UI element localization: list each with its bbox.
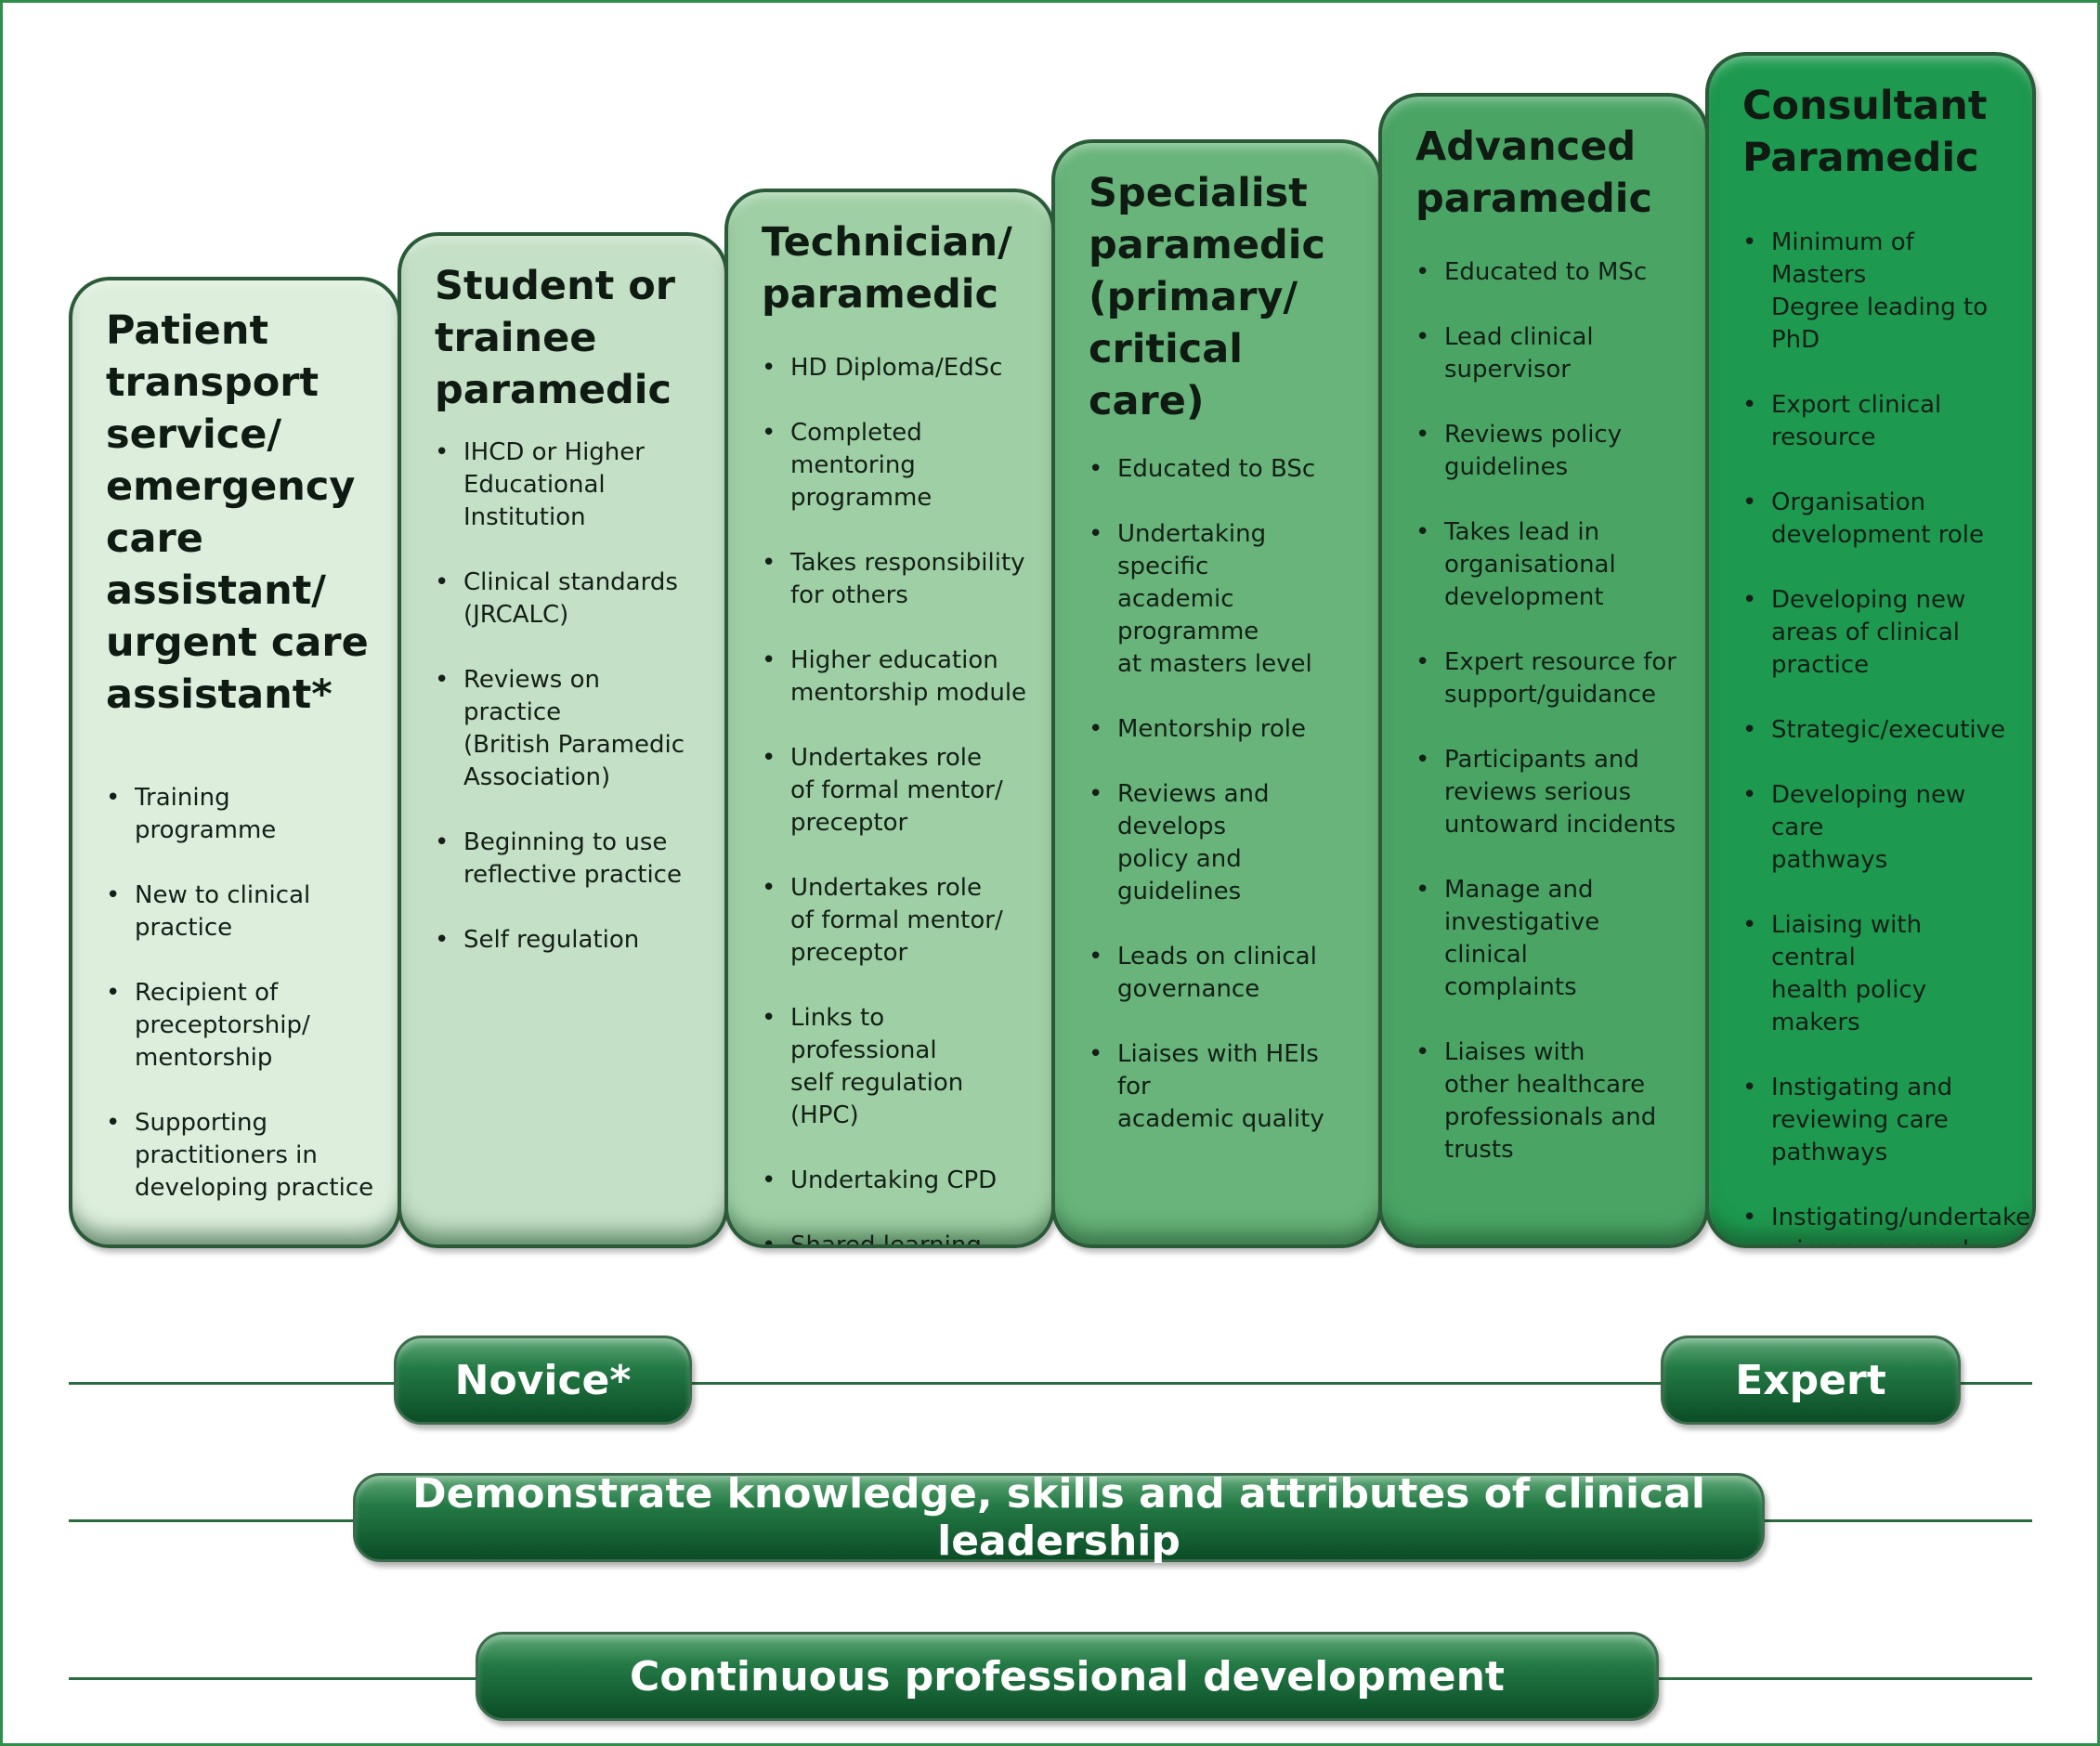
list-item: Organisation development role: [1742, 487, 2012, 552]
list-item: Completed mentoring programme: [762, 417, 1031, 515]
list-item: Takes lead in organisational development: [1415, 516, 1685, 614]
column-title: Consultant Paramedic: [1742, 83, 1988, 181]
leadership-banner: Demonstrate knowledge, skills and attrib…: [353, 1470, 1765, 1565]
list-item: Developing new care pathways: [1742, 779, 2012, 877]
list-item: Shared learning: [762, 1230, 1031, 1244]
list-item: Reviews on practice (British Paramedic A…: [435, 664, 704, 794]
list-item: Liaising with central health policy make…: [1742, 909, 2012, 1039]
list-item: Undertaking CPD: [762, 1165, 1031, 1197]
column-list: HD Diploma/EdScCompleted mentoring progr…: [762, 352, 1031, 1244]
column-2: Student or trainee paramedicIHCD or High…: [398, 232, 728, 1248]
column-1: Patient transport service/ emergency car…: [69, 277, 401, 1248]
list-item: HD Diploma/EdSc: [762, 352, 1031, 384]
column-list: Training programmeNew to clinical practi…: [106, 782, 377, 1205]
list-item: IHCD or Higher Educational Institution: [435, 436, 704, 534]
list-item: Lead clinical supervisor: [1415, 321, 1685, 386]
list-item: Participants and reviews serious untowar…: [1415, 744, 1685, 841]
column-title: Patient transport service/ emergency car…: [106, 307, 369, 718]
column-list: Minimum of Masters Degree leading to PhD…: [1742, 227, 2030, 1244]
list-item: Developing new areas of clinical practic…: [1742, 584, 2012, 682]
list-item: Liaises with other healthcare profession…: [1415, 1036, 1685, 1166]
list-item: Mentorship role: [1089, 713, 1358, 746]
list-item: Clinical standards (JRCALC): [435, 567, 704, 632]
list-item: Educated to BSc: [1089, 453, 1358, 486]
column-4: Specialist paramedic (primary/ critical …: [1051, 139, 1382, 1248]
column-title: Student or trainee paramedic: [435, 263, 675, 413]
list-item: Instigating/undertake primary research: [1742, 1202, 2030, 1244]
list-item: Leads on clinical governance: [1089, 941, 1358, 1006]
column-5: Advanced paramedicEducated to MScLead cl…: [1378, 93, 1709, 1248]
column-list: Educated to BScUndertaking specific acad…: [1089, 453, 1358, 1136]
list-item: Takes responsibility for others: [762, 547, 1031, 612]
novice-label: Novice*: [394, 1336, 692, 1425]
list-item: Strategic/executive: [1742, 714, 2012, 747]
list-item: Reviews policy guidelines: [1415, 419, 1685, 484]
expert-label: Expert: [1661, 1336, 1961, 1425]
list-item: Undertakes role of formal mentor/ precep…: [762, 872, 1031, 970]
list-item: Instigating and reviewing care pathways: [1742, 1072, 2012, 1169]
column-title: Technician/ paramedic: [762, 219, 1012, 318]
list-item: Self regulation: [435, 924, 704, 957]
list-item: New to clinical practice: [106, 880, 377, 945]
column-list: IHCD or Higher Educational InstitutionCl…: [435, 436, 704, 957]
list-item: Higher education mentorship module: [762, 645, 1031, 710]
list-item: Reviews and develops policy and guidelin…: [1089, 778, 1358, 908]
list-item: Supporting practitioners in developing p…: [106, 1107, 377, 1205]
list-item: Educated to MSc: [1415, 256, 1685, 289]
list-item: Training programme: [106, 782, 377, 847]
column-3: Technician/ paramedic HD Diploma/EdScComp…: [724, 189, 1055, 1248]
list-item: Undertaking specific academic programme …: [1089, 518, 1358, 681]
list-item: Links to professional self regulation (H…: [762, 1002, 1031, 1132]
column-6: Consultant ParamedicMinimum of Masters D…: [1705, 52, 2036, 1248]
column-list: Educated to MScLead clinical supervisorR…: [1415, 256, 1685, 1166]
novice-expert-line: [69, 1382, 2032, 1385]
list-item: Beginning to use reflective practice: [435, 827, 704, 892]
column-title: Advanced paramedic: [1415, 124, 1652, 222]
list-item: Minimum of Masters Degree leading to PhD: [1742, 227, 2012, 357]
list-item: Expert resource for support/guidance: [1415, 646, 1685, 711]
list-item: Liaises with HEIs for academic quality: [1089, 1038, 1358, 1136]
list-item: Manage and investigative clinical compla…: [1415, 874, 1685, 1004]
list-item: Export clinical resource: [1742, 389, 2012, 454]
list-item: Recipient of preceptorship/ mentorship: [106, 977, 377, 1075]
cpd-banner: Continuous professional development: [476, 1632, 1659, 1721]
column-title: Specialist paramedic (primary/ critical …: [1089, 170, 1325, 424]
list-item: Undertakes role of formal mentor/ precep…: [762, 742, 1031, 840]
